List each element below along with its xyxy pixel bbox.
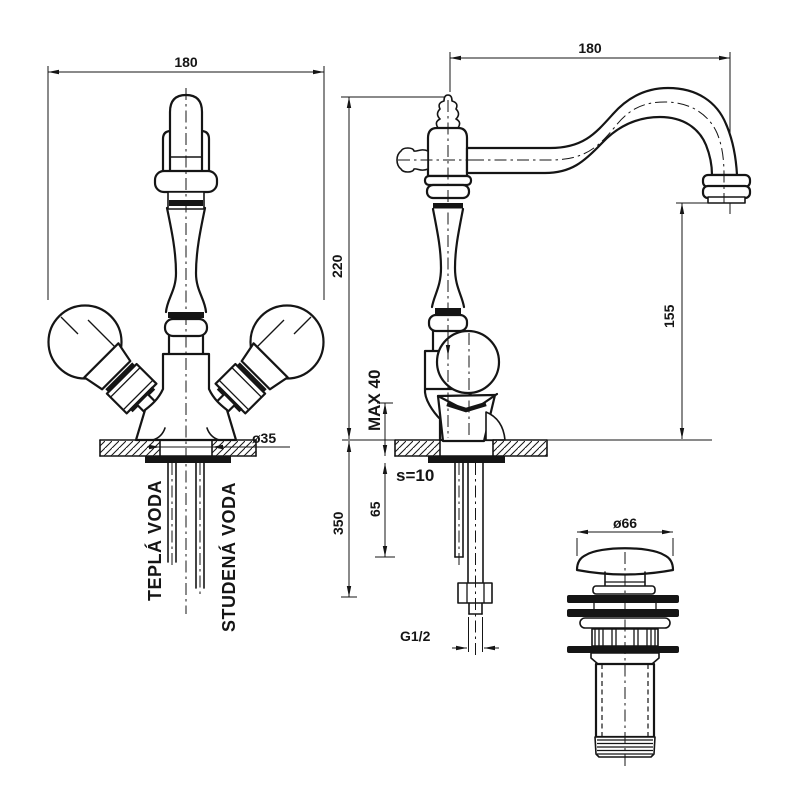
drain-knurl [594,629,656,646]
body-vase-front [164,206,178,314]
counter-hatch-side-left [395,441,440,456]
base-foot-arc [485,411,506,441]
base-seal-side [428,456,505,463]
drain-flange-2 [567,609,679,617]
supply-hoses [167,462,205,594]
right-handle [208,306,323,421]
aerator-cap [707,196,746,204]
body-vase-side [430,207,443,309]
drain-stem-flange [592,585,656,595]
front-view: 180 ø35 TEPLÁ VODA STUDENÁ VODA [48,54,324,632]
deck-thickness-label: s=10 [396,466,434,485]
cold-water-label: STUDENÁ VODA [218,482,239,632]
head-side-cap [396,147,429,173]
spout-tube [465,86,739,177]
dim-drain-label: ø66 [613,515,637,531]
dim-max-deck-label: MAX 40 [365,370,384,431]
drain-flange-1 [567,595,679,603]
dim-hose-label: 65 [367,501,383,517]
counter-hatch-side-right [493,441,547,456]
counter-hatch-right [212,441,256,456]
dim-hole-label: ø35 [252,430,276,446]
dim-front-width-label: 180 [174,54,198,70]
hose-and-shank [454,462,493,615]
spout-centerline [472,101,725,203]
dim-reach-label: 180 [578,40,602,56]
counter-hatch-left [100,441,160,456]
hot-water-label: TEPLÁ VODA [144,480,165,601]
dim-under-label: 350 [330,511,346,535]
side-view: 180 220 155 MAX 40 s=10 350 65 G1/2 [329,40,752,656]
handle-ball-side [435,329,501,395]
drain-flange-3 [567,646,679,653]
dim-outlet-height-label: 155 [661,304,677,328]
left-handle [49,306,164,421]
base-seal-front [145,456,231,463]
dim-thread-label: G1/2 [400,628,431,644]
dim-height-label: 220 [329,254,345,278]
drain-view: ø66 [567,515,679,766]
